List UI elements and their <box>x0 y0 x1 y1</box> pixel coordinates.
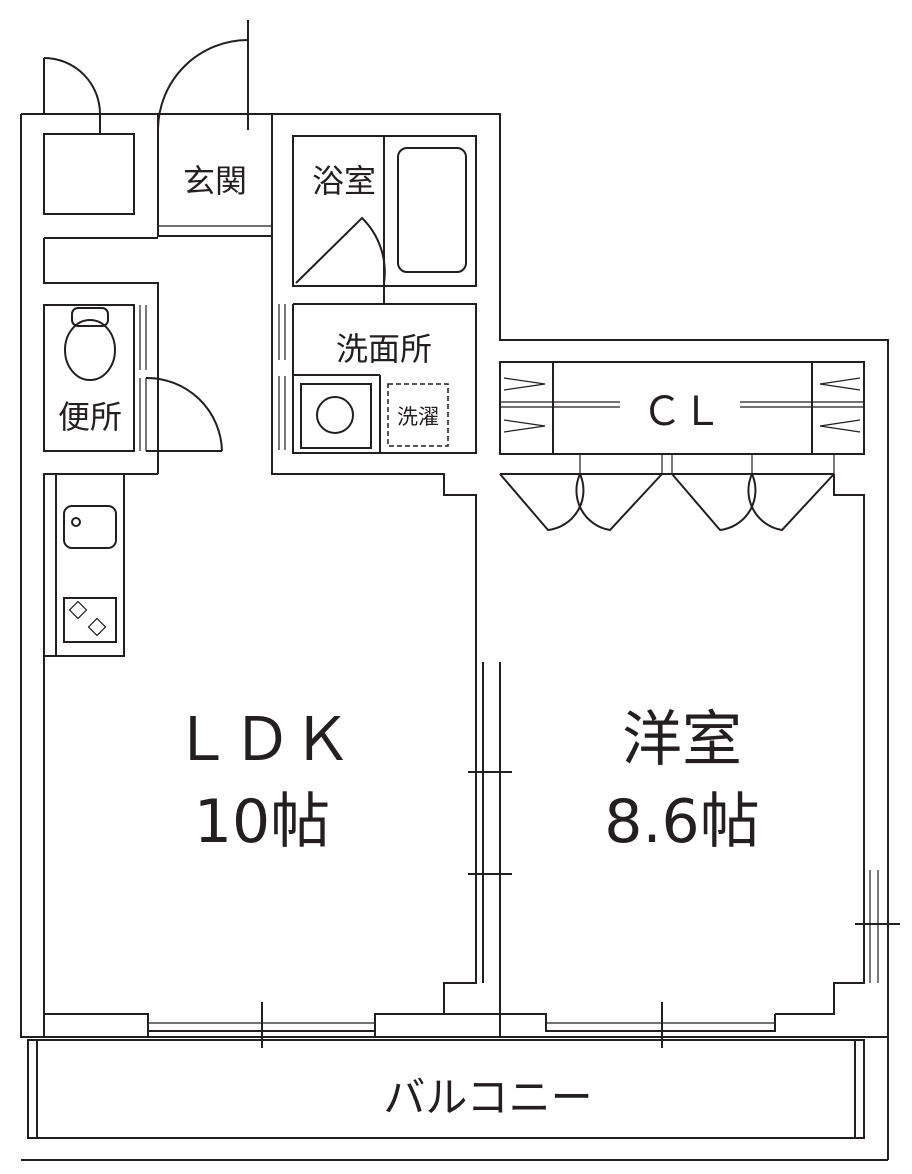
toilet-label: 便所 <box>58 398 122 436</box>
toilet <box>43 237 223 475</box>
entrance <box>157 114 273 237</box>
partition-sliding-door <box>468 662 512 1014</box>
entrance-label: 玄関 <box>183 162 247 200</box>
laundry-label: 洗濯 <box>397 405 439 429</box>
ldk-room <box>43 656 477 1048</box>
ldk-size-label: 10帖 <box>194 787 330 857</box>
washroom-label: 洗面所 <box>336 330 432 368</box>
balcony <box>21 1037 889 1161</box>
western-room <box>500 474 900 1048</box>
exterior-walls <box>20 113 889 1038</box>
closet-label: ＣＬ <box>642 389 722 435</box>
ldk-label: ＬＤＫ <box>172 705 352 775</box>
bathroom <box>292 135 477 304</box>
western-room-size-label: 8.6帖 <box>604 787 759 857</box>
front-door <box>43 20 249 215</box>
closet <box>499 361 865 532</box>
western-room-label: 洋室 <box>622 705 742 775</box>
balcony-label: バルコニー <box>383 1073 592 1122</box>
washroom <box>271 236 477 662</box>
kitchen <box>43 473 125 657</box>
bath-label: 浴室 <box>312 162 376 200</box>
